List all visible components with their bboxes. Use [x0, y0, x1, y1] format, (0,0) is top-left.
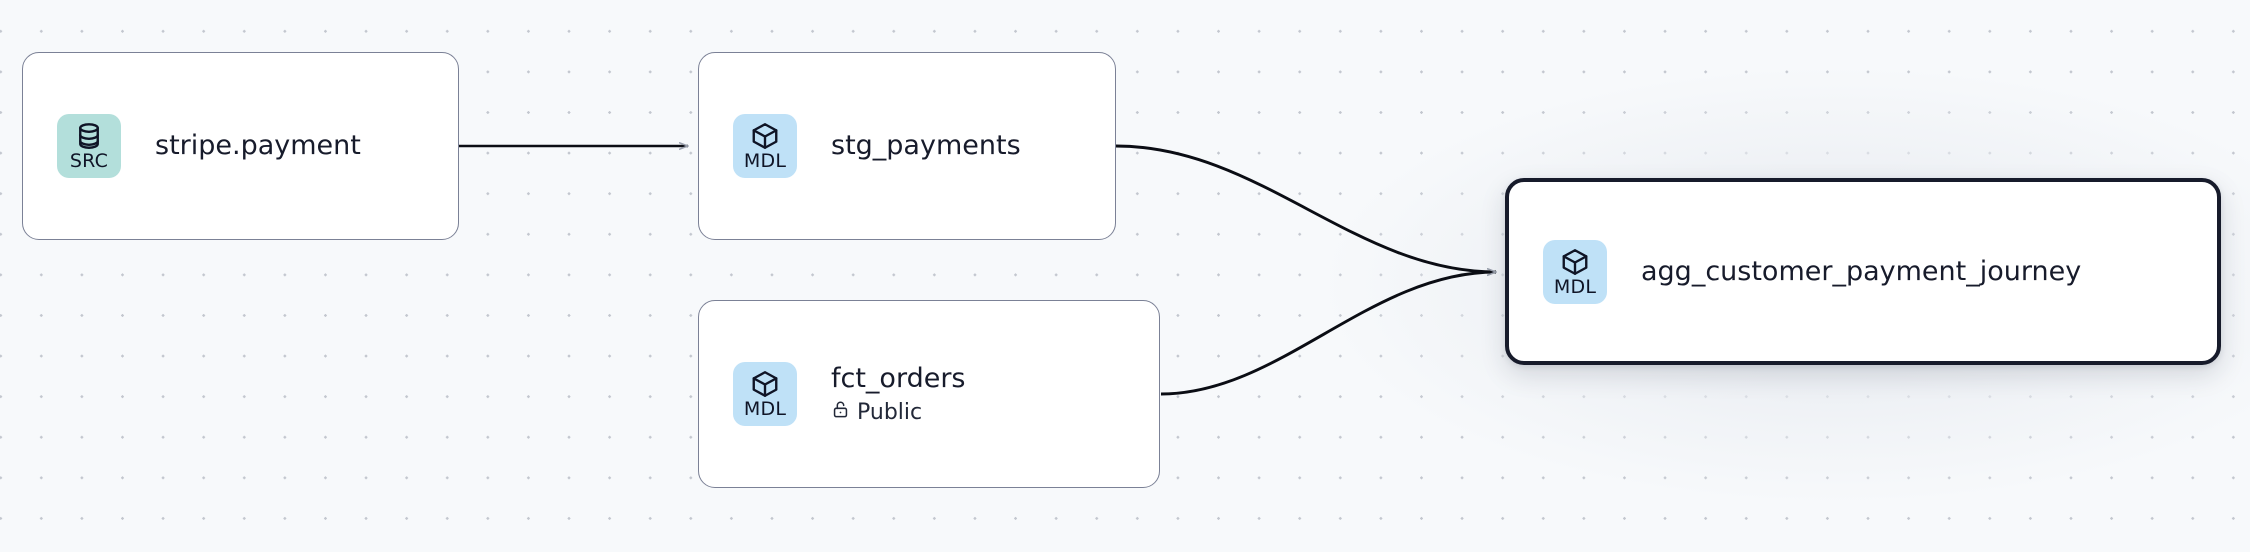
source-badge: SRC	[57, 114, 121, 178]
graph-node-agg-customer-payment-journey[interactable]: MDL agg_customer_payment_journey	[1505, 178, 2221, 365]
edge-fct-to-agg	[1160, 272, 1496, 396]
cube-icon	[750, 369, 780, 399]
node-title: agg_customer_payment_journey	[1641, 255, 2082, 287]
node-body: fct_orders Public	[831, 363, 966, 425]
visibility-label: Public	[857, 399, 923, 425]
node-title: fct_orders	[831, 363, 966, 394]
node-visibility: Public	[831, 400, 966, 425]
graph-node-fct-orders[interactable]: MDL fct_orders Public	[698, 300, 1160, 488]
node-title: stg_payments	[831, 130, 1021, 161]
badge-label: SRC	[69, 150, 109, 172]
node-title: stripe.payment	[155, 130, 361, 161]
unlock-icon	[831, 400, 850, 425]
graph-node-stg-payments[interactable]: MDL stg_payments	[698, 52, 1116, 240]
model-badge: MDL	[733, 362, 797, 426]
cube-icon	[1560, 247, 1590, 277]
badge-label: MDL	[1553, 275, 1597, 298]
node-body: agg_customer_payment_journey	[1641, 256, 2081, 288]
model-badge: MDL	[1543, 239, 1607, 304]
cube-icon	[750, 121, 780, 151]
node-body: stripe.payment	[155, 130, 361, 162]
edge-stg-to-agg	[1115, 144, 1496, 272]
graph-node-stripe-payment[interactable]: SRC stripe.payment	[22, 52, 459, 240]
badge-label: MDL	[743, 150, 787, 172]
model-badge: MDL	[733, 114, 797, 178]
node-body: stg_payments	[831, 130, 1021, 162]
database-icon	[74, 121, 104, 151]
badge-label: MDL	[743, 398, 787, 420]
